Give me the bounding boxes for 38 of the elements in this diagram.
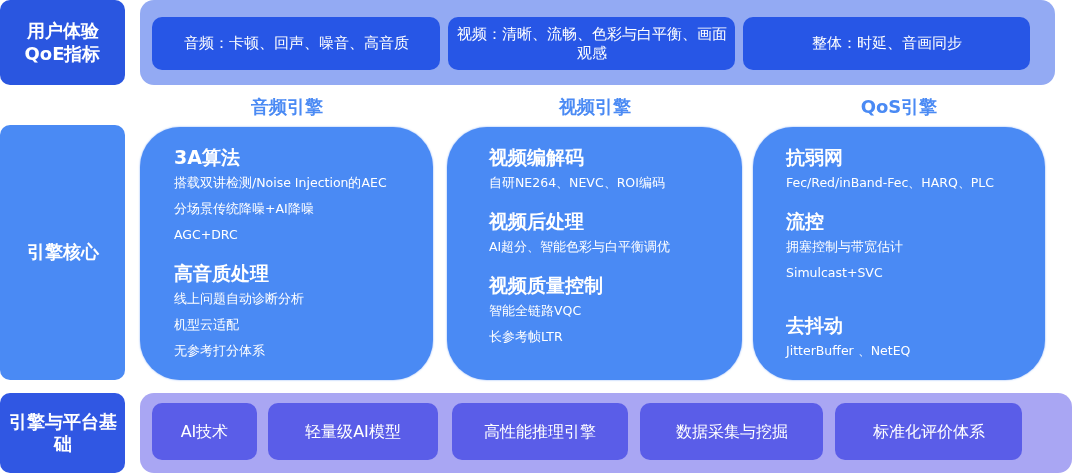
subsection-heading: 3A算法 — [174, 145, 240, 170]
feature-text: 拥塞控制与带宽估计 — [786, 239, 903, 256]
subsection-heading: 抗弱网 — [786, 145, 843, 170]
subsection-heading: 视频编解码 — [489, 145, 584, 170]
subsection-heading: 视频后处理 — [489, 209, 584, 234]
subsection-heading: 流控 — [786, 209, 824, 234]
feature-text: 智能全链路VQC — [489, 303, 582, 320]
layer-label: 用户体验QoE指标 — [0, 0, 125, 85]
section-title: QoS引擎 — [859, 95, 939, 119]
metric-box: 音频：卡顿、回声、噪音、高音质 — [152, 17, 440, 70]
metric-box: AI技术 — [152, 403, 257, 460]
feature-text: JitterBuffer 、NetEQ — [786, 343, 911, 360]
layer-label: 引擎核心 — [0, 125, 125, 380]
section-title: 视频引擎 — [557, 95, 632, 119]
feature-text: Simulcast+SVC — [786, 265, 883, 280]
feature-text: AGC+DRC — [174, 227, 238, 242]
subsection-heading: 视频质量控制 — [489, 273, 603, 298]
feature-text: 无参考打分体系 — [174, 343, 265, 360]
feature-text: 分场景传统降噪+AI降噪 — [174, 201, 314, 218]
metric-box: 数据采集与挖掘 — [640, 403, 823, 460]
subsection-heading: 高音质处理 — [174, 261, 269, 286]
feature-text: 长参考帧LTR — [489, 329, 563, 346]
layer-label: 引擎与平台基础 — [0, 393, 125, 473]
metric-box: 标准化评价体系 — [835, 403, 1022, 460]
feature-text: 机型云适配 — [174, 317, 239, 334]
feature-text: 线上问题自动诊断分析 — [174, 291, 304, 308]
feature-text: AI超分、智能色彩与白平衡调优 — [489, 239, 671, 256]
metric-box: 视频：清晰、流畅、色彩与白平衡、画面观感 — [448, 17, 735, 70]
feature-text: Fec/Red/inBand-Fec、HARQ、PLC — [786, 175, 994, 192]
layer-band — [140, 393, 1072, 473]
layer-band — [140, 0, 1055, 85]
metric-box: 轻量级AI模型 — [268, 403, 438, 460]
feature-text: 搭载双讲检测/Noise Injection的AEC — [174, 175, 387, 192]
subsection-heading: 去抖动 — [786, 313, 843, 338]
metric-box: 高性能推理引擎 — [452, 403, 628, 460]
section-title: 音频引擎 — [249, 95, 324, 119]
metric-box: 整体：时延、音画同步 — [743, 17, 1030, 70]
feature-text: 自研NE264、NEVC、ROI编码 — [489, 175, 665, 192]
